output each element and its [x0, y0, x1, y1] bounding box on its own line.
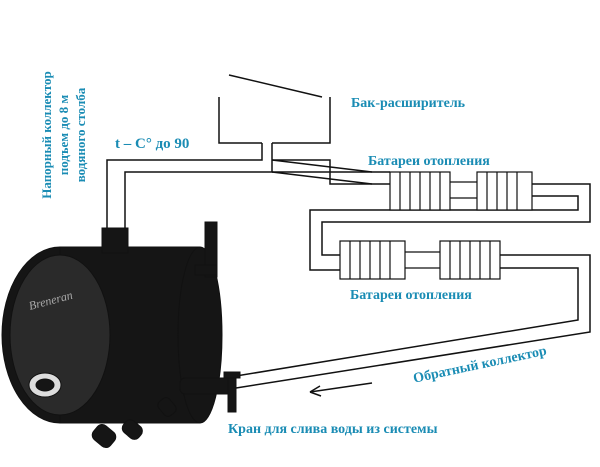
- temperature-label: t – C° до 90: [115, 136, 190, 152]
- pressure-collector-line3: водяного столба: [73, 87, 88, 183]
- radiators-bottom-label: Батареи отопления: [350, 288, 472, 303]
- radiators-top-label: Батареи отопления: [368, 154, 490, 169]
- pressure-collector-line2: подъем до 8 м: [56, 94, 71, 176]
- supply-pipe-right: [271, 159, 373, 185]
- supply-pipe: [106, 143, 273, 238]
- pressure-collector-line1: Напорный коллектор: [39, 71, 54, 199]
- radiators-top: [389, 171, 533, 211]
- flow-arrow: [309, 382, 373, 393]
- expansion-tank-label: Бак-расширитель: [351, 96, 466, 111]
- pressure-collector-label: Напорный коллектор подъем до 8 м водяног…: [38, 55, 89, 215]
- return-pipe: [235, 254, 591, 389]
- drain-valve-label: Кран для слива воды из системы: [228, 422, 438, 437]
- boiler: [1, 221, 241, 449]
- expansion-tank: [218, 74, 331, 144]
- radiators-bottom: [339, 240, 501, 280]
